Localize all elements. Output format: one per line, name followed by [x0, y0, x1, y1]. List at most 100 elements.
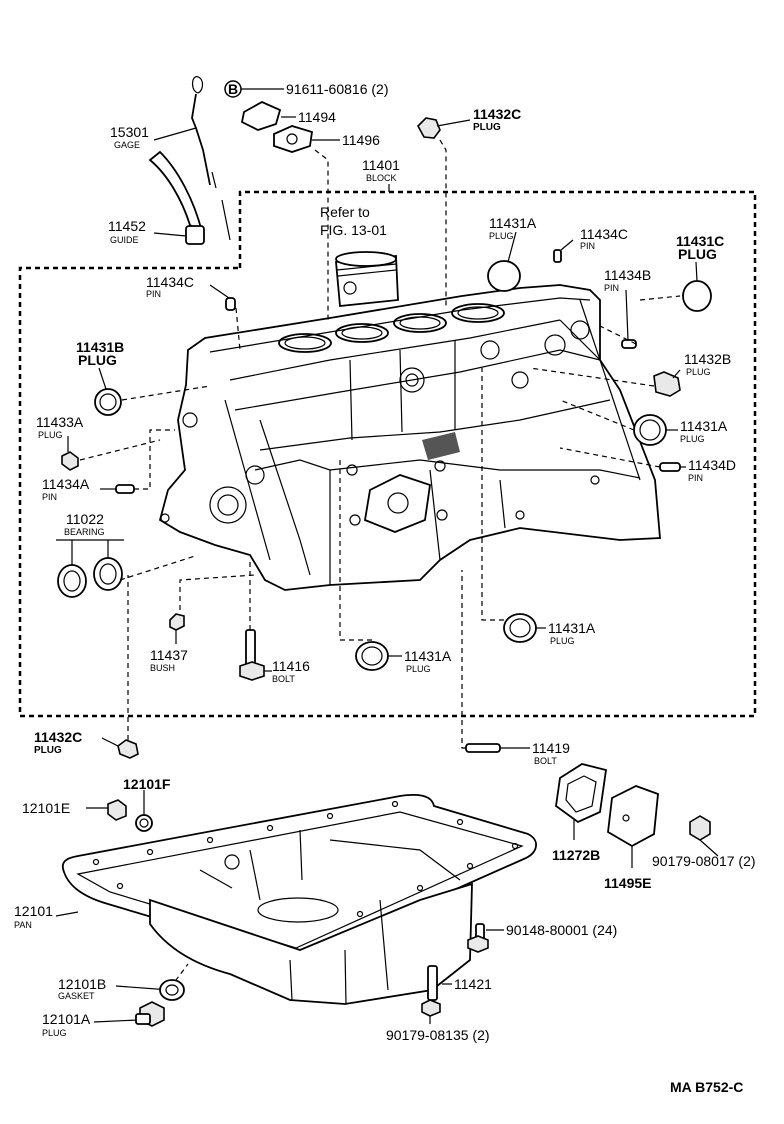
label-11431a-low-sub: PLUG — [550, 636, 575, 646]
label-12101e: 12101E — [22, 800, 70, 816]
nut-90179-08135-part — [421, 999, 441, 1017]
label-11416-sub: BOLT — [272, 674, 295, 684]
b-marker-circle — [224, 80, 242, 98]
pin-11434d-part — [659, 462, 681, 472]
refer-to-text: Refer to — [320, 204, 370, 220]
label-11416: 11416 — [272, 658, 310, 674]
dipstick-guide — [148, 150, 205, 245]
label-11431b-sub: PLUG — [78, 352, 117, 368]
label-11419: 11419 — [532, 740, 570, 756]
plug-11432c-top-part — [417, 117, 441, 139]
label-12101b-sub: GASKET — [58, 991, 95, 1001]
oil-dipstick — [191, 76, 231, 241]
plug-11433a-part — [61, 451, 79, 471]
label-11494: 11494 — [298, 109, 336, 125]
label-12101f: 12101F — [123, 776, 171, 792]
label-11431b: 11431B — [76, 339, 124, 355]
label-12101-sub: PAN — [14, 920, 32, 930]
label-11022-sub: BEARING — [64, 527, 105, 537]
label-11432c-bottom: 11432C — [34, 729, 82, 745]
label-11432b: 11432B — [684, 351, 731, 367]
gasket-12101b-part — [159, 979, 185, 1001]
drain-plug-12101a-part — [135, 1001, 165, 1027]
label-11437: 11437 — [150, 647, 188, 663]
label-11419-sub: BOLT — [534, 756, 557, 766]
label-91611-60816: 91611-60816 (2) — [286, 81, 388, 97]
label-15301: 15301 — [110, 124, 149, 140]
label-11496: 11496 — [342, 132, 380, 148]
bolt-90148-part — [467, 923, 489, 953]
label-90179-08017: 90179-08017 (2) — [652, 853, 756, 869]
label-11431c: 11431C — [676, 233, 724, 249]
cylinder-block — [158, 284, 661, 591]
label-11431a-right-sub: PLUG — [680, 434, 705, 444]
label-12101a-sub: PLUG — [42, 1028, 67, 1038]
plug-11432b-part — [653, 371, 681, 397]
gasket-11494-part — [240, 100, 282, 131]
label-11434c-right: 11434C — [580, 226, 628, 242]
gasket-11496-part — [273, 125, 314, 153]
label-12101b: 12101B — [58, 976, 106, 992]
plug-11431a-low-part — [503, 613, 537, 643]
washer-12101f-part — [135, 814, 153, 832]
plug-11432c-bottom-part — [117, 739, 139, 759]
label-11433a: 11433A — [36, 414, 84, 430]
label-11431a-top-sub: PLUG — [489, 231, 514, 241]
label-11431a-mid-sub: PLUG — [406, 664, 431, 674]
label-15301-sub: GAGE — [114, 140, 140, 150]
label-11432b-sub: PLUG — [686, 367, 711, 377]
plug-11431a-top-part — [487, 260, 521, 292]
label-11431c-sub: PLUG — [678, 246, 717, 262]
label-11434a: 11434A — [42, 476, 90, 492]
pin-11434c-top-part — [553, 249, 562, 263]
label-11434b: 11434B — [604, 267, 651, 283]
label-11434d: 11434D — [688, 457, 736, 473]
label-11431a-right: 11431A — [680, 418, 728, 434]
bolt-90179-08017-part — [689, 815, 711, 841]
label-11434a-sub: PIN — [42, 492, 57, 502]
label-11452-sub: GUIDE — [110, 235, 139, 245]
label-11431a-low: 11431A — [548, 620, 596, 636]
piston-reference — [335, 251, 399, 307]
b-marker-letter: B — [228, 81, 238, 97]
stud-11421-part — [427, 965, 438, 1001]
label-12101a: 12101A — [42, 1011, 91, 1027]
label-12101: 12101 — [14, 903, 53, 919]
bolt-11419-part — [465, 743, 501, 753]
pin-11434c-left-part — [225, 297, 236, 311]
oil-filter-adapter-11272b-part — [555, 763, 608, 824]
label-11434b-sub: PIN — [604, 283, 619, 293]
label-11421: 11421 — [454, 976, 492, 992]
label-11437-sub: BUSH — [150, 663, 175, 673]
plug-12101e-part — [107, 799, 127, 821]
label-90179-08135: 90179-08135 (2) — [386, 1027, 490, 1043]
label-11432c-bottom-sub: PLUG — [34, 745, 62, 756]
label-11434c-left: 11434C — [146, 274, 194, 290]
label-11434d-sub: PIN — [688, 473, 703, 483]
label-11431a-top: 11431A — [489, 215, 537, 231]
assembly-dashed-lines — [79, 139, 681, 1000]
label-90148-80001: 90148-80001 (24) — [506, 922, 617, 938]
label-11432c-top-sub: PLUG — [473, 122, 501, 133]
label-11022: 11022 — [66, 511, 104, 527]
plug-11431a-mid-part — [355, 641, 389, 671]
label-11434c-right-sub: PIN — [580, 241, 595, 251]
pin-11434a-part — [115, 484, 135, 494]
label-11452: 11452 — [108, 218, 146, 234]
gasket-11495e-part — [607, 785, 659, 848]
label-11432c-top: 11432C — [473, 106, 521, 122]
label-11431a-mid: 11431A — [404, 648, 452, 664]
plug-11431c-part — [682, 280, 712, 312]
bolt-11416-part — [239, 629, 265, 681]
oil-pan-12101-part — [61, 793, 537, 1005]
bearing-11022-part — [57, 557, 123, 598]
refer-fig-text: FIG. 13-01 — [320, 222, 387, 238]
pin-11434b-part — [621, 339, 637, 349]
label-11401-sub: BLOCK — [366, 173, 397, 183]
block-group-frame — [18, 190, 757, 718]
bush-11437-part — [169, 613, 185, 631]
label-11434c-left-sub: PIN — [146, 289, 161, 299]
label-11272b: 11272B — [552, 847, 600, 863]
label-11401: 11401 — [362, 157, 400, 173]
